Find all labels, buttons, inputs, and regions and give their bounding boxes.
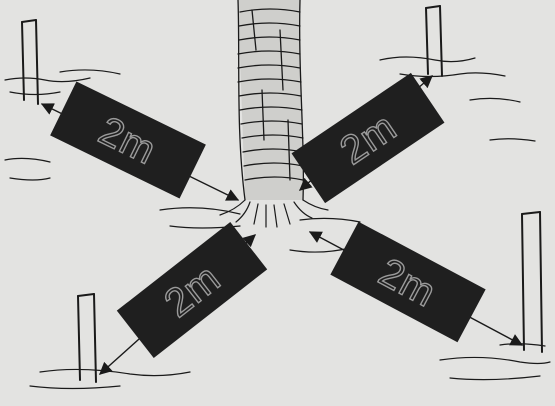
stake-bottom-right [522,212,542,352]
distance-label-top-left: 2m [50,81,206,198]
stake-top-right [426,6,442,76]
stake-top-left [22,20,38,104]
distance-label-top-right: 2m [292,73,445,203]
distance-label-bottom-right: 2m [330,222,485,343]
stake-bottom-left [78,294,96,382]
distance-label-bottom-left: 2m [117,222,267,358]
tree-trunk [220,0,328,227]
